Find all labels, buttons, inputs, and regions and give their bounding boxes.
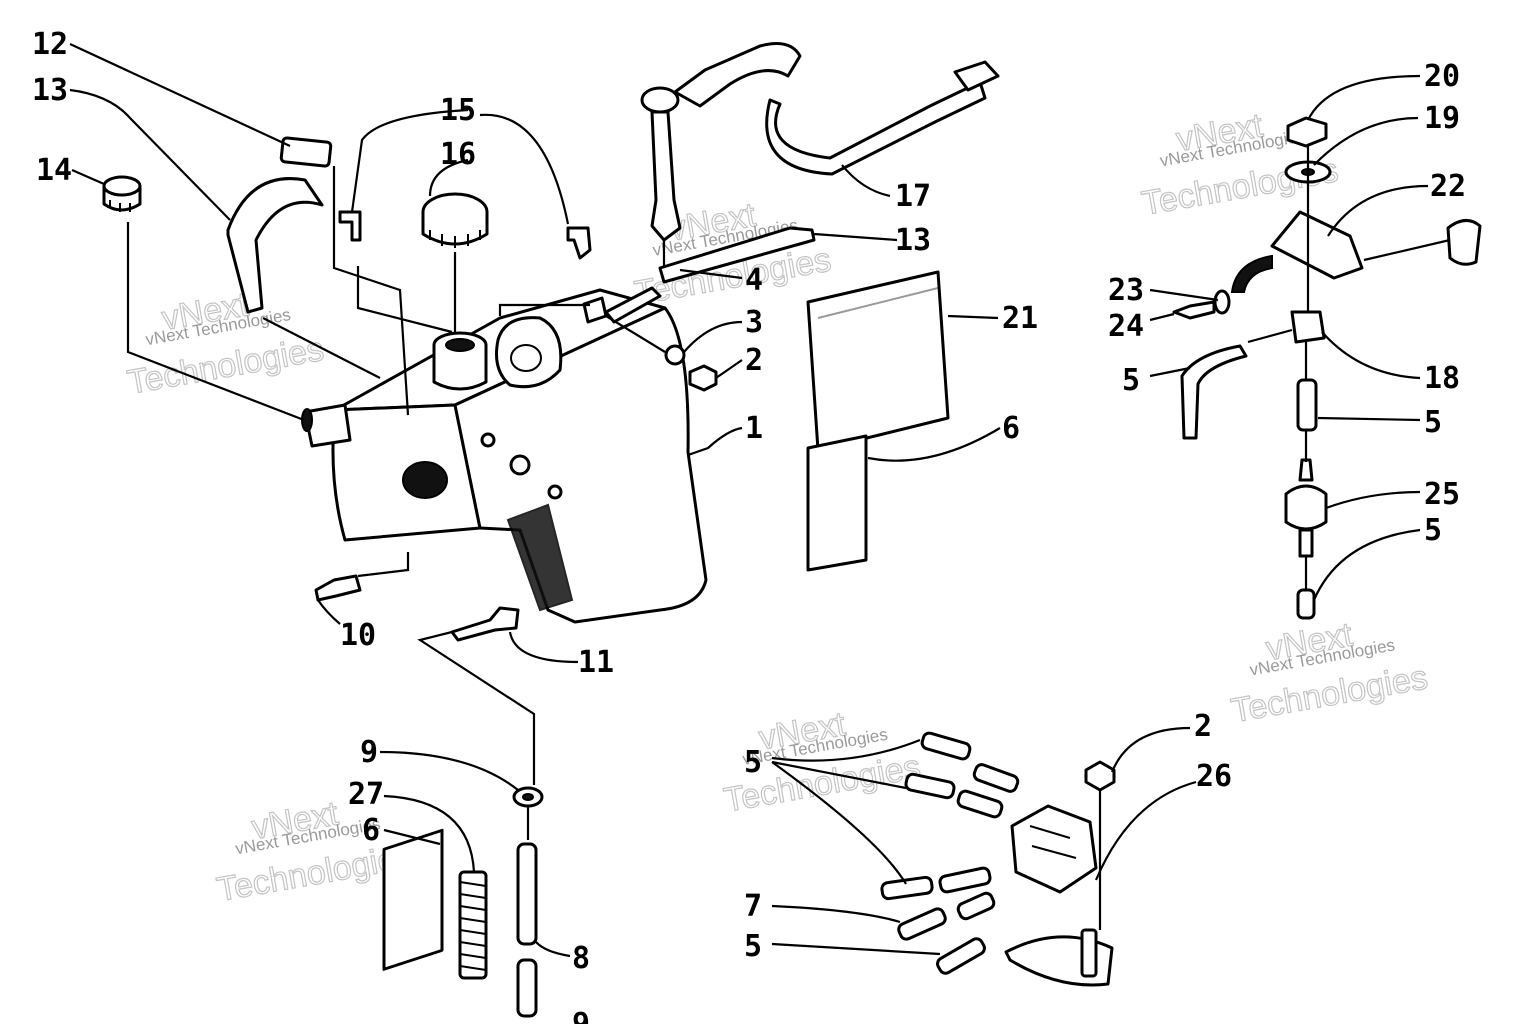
pad-part-6 bbox=[382, 828, 444, 971]
washer-part-3 bbox=[664, 344, 686, 366]
callout-2: 2 bbox=[1194, 709, 1212, 744]
callout-14: 14 bbox=[36, 153, 72, 188]
elbow-fitting-part-15 bbox=[338, 210, 592, 260]
tee-fitting-part-18 bbox=[1290, 310, 1326, 344]
callout-24: 24 bbox=[1108, 309, 1144, 344]
clamp-part-9 bbox=[512, 786, 544, 808]
callout-20: 20 bbox=[1424, 59, 1460, 94]
callout-26: 26 bbox=[1196, 759, 1232, 794]
callout-5: 5 bbox=[1424, 513, 1442, 548]
hose-part-5 bbox=[880, 731, 1020, 975]
callout-13: 13 bbox=[32, 73, 68, 108]
callout-5: 5 bbox=[1122, 363, 1140, 398]
rotation-arrow-icon bbox=[1230, 254, 1273, 293]
pad-part-21 bbox=[806, 270, 950, 452]
callout-9: 9 bbox=[360, 735, 378, 770]
mount-plate bbox=[1446, 219, 1482, 266]
callout-13: 13 bbox=[895, 223, 931, 258]
callout-5: 5 bbox=[1424, 405, 1442, 440]
fuel-filter-part-25 bbox=[1284, 458, 1328, 558]
callout-6: 6 bbox=[362, 813, 380, 848]
callout-7: 7 bbox=[744, 889, 762, 924]
callout-8: 8 bbox=[572, 941, 590, 976]
pad-part-6 bbox=[806, 434, 868, 572]
callout-2: 2 bbox=[745, 343, 763, 378]
washer-part-23 bbox=[1213, 289, 1231, 315]
callout-3: 3 bbox=[745, 305, 763, 340]
nut-part-2 bbox=[688, 364, 718, 392]
callout-9: 9 bbox=[572, 1007, 590, 1024]
callout-18: 18 bbox=[1424, 361, 1460, 396]
callout-27: 27 bbox=[348, 777, 384, 812]
callout-15: 15 bbox=[440, 93, 476, 128]
watermark-group: vNext vNext Technologies Technologies vN… bbox=[124, 106, 1431, 910]
fuel-tank bbox=[301, 288, 708, 624]
callout-5: 5 bbox=[744, 929, 762, 964]
gasket-part-12 bbox=[279, 136, 333, 168]
hose-part-5 bbox=[1180, 344, 1248, 440]
nut-part-20 bbox=[1286, 116, 1328, 148]
screw-part-3 bbox=[582, 296, 608, 324]
spring-part-27 bbox=[458, 870, 488, 980]
callout-labels: 12 13 14 15 16 17 13 4 3 2 21 1 6 10 11 … bbox=[32, 27, 1466, 1024]
callout-1: 1 bbox=[745, 411, 763, 446]
callout-22: 22 bbox=[1430, 169, 1466, 204]
hose-part-8 bbox=[516, 842, 538, 1018]
filler-cap-part-16 bbox=[421, 192, 489, 248]
callout-4: 4 bbox=[745, 263, 763, 298]
callout-6: 6 bbox=[1002, 411, 1020, 446]
bracket-part-22 bbox=[1270, 210, 1364, 280]
callout-11: 11 bbox=[578, 645, 614, 680]
callout-12: 12 bbox=[32, 27, 68, 62]
fuel-pump-assembly bbox=[1004, 804, 1114, 987]
callout-16: 16 bbox=[440, 137, 476, 172]
vent-hose-part-13 bbox=[658, 226, 816, 284]
callout-23: 23 bbox=[1108, 273, 1144, 308]
screw-part-24 bbox=[1172, 300, 1216, 320]
nut-part-2 bbox=[1084, 760, 1116, 792]
fitting-part-11 bbox=[450, 606, 520, 642]
callout-25: 25 bbox=[1424, 477, 1460, 512]
callout-5: 5 bbox=[744, 745, 762, 780]
callout-10: 10 bbox=[340, 618, 376, 653]
hose-part-5 bbox=[1296, 588, 1316, 620]
vent-hose-part-13 bbox=[226, 177, 324, 314]
callout-21: 21 bbox=[1002, 301, 1038, 336]
callout-19: 19 bbox=[1424, 101, 1460, 136]
callout-17: 17 bbox=[895, 179, 931, 214]
hose-part-7 bbox=[897, 907, 947, 941]
hose-part-7 bbox=[956, 891, 996, 921]
hose-part-5 bbox=[1296, 378, 1318, 432]
cap-nut-part-14 bbox=[102, 175, 142, 212]
outlet-fitting-part-10 bbox=[314, 574, 362, 602]
fuel-sender-part-17 bbox=[640, 42, 1000, 242]
leader-lines bbox=[69, 43, 1451, 958]
